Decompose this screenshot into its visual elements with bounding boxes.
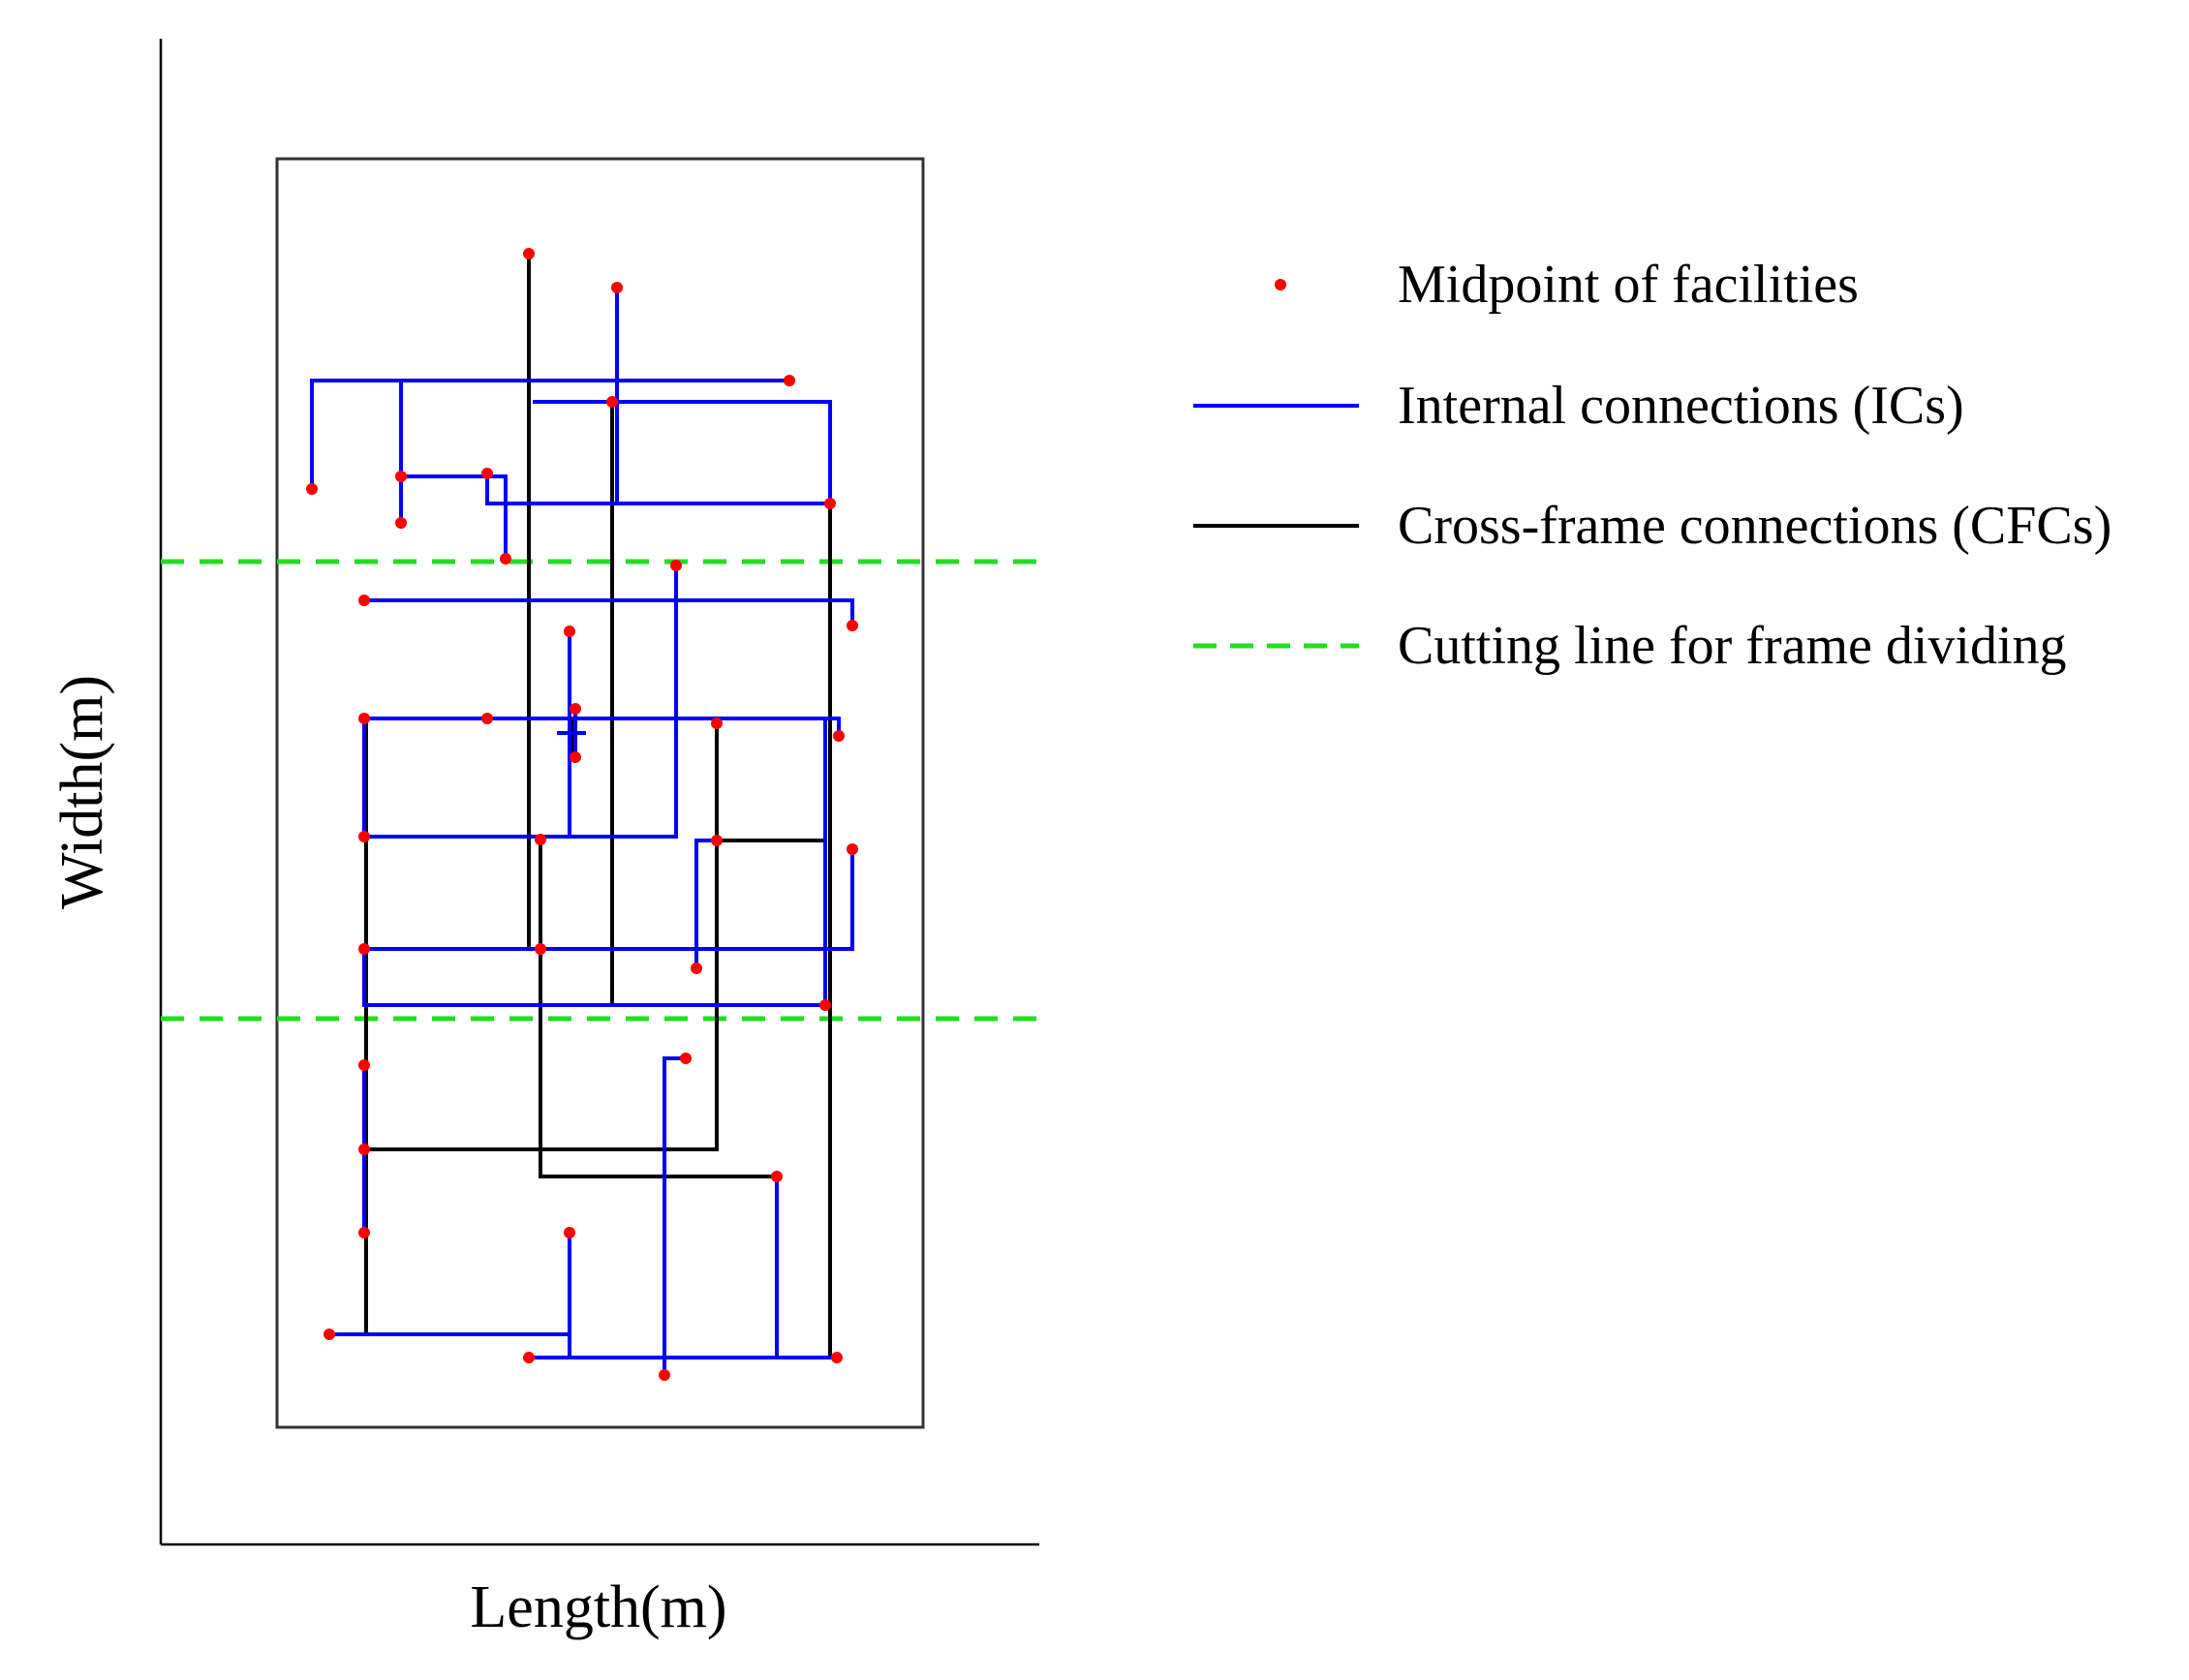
facility-point [611,282,623,293]
ic-path [487,474,508,559]
facility-point [824,498,836,509]
facility-point [358,943,370,955]
facility-point [847,620,858,631]
ic-path [310,379,789,489]
facility-point [711,835,723,846]
facility-point [670,560,682,571]
facility-point [500,553,511,565]
facility-point [358,1144,370,1155]
legend-midpoint-marker [1275,279,1286,290]
facility-point [847,843,858,855]
legend-label-cfc: Cross-frame connections (CFCs) [1398,496,2112,556]
facility-point [395,517,407,529]
cross-frame-connections [364,254,832,1358]
facility-point [711,718,723,729]
facility-point [691,962,702,974]
legend-label-midpoint: Midpoint of facilities [1398,255,1859,315]
ic-path [663,1056,686,1375]
facility-point [358,595,370,606]
facility-point [324,1329,335,1340]
facility-point [523,248,535,260]
facility-point [833,730,845,742]
facility-point [659,1369,670,1381]
legend-label-cut: Cutting line for frame dividing [1398,616,2067,676]
ic-path [364,717,841,736]
facility-point [358,1227,370,1238]
plant-boundary [275,157,925,1429]
facility-point [570,703,581,715]
facility-point [564,626,575,637]
x-axis-label: Length(m) [470,1574,726,1640]
cfc-path [539,840,779,1178]
facility-point [819,999,831,1011]
cfc-path [364,718,719,1151]
ic-path [533,400,832,504]
ic-path [364,849,854,951]
facility-point [535,834,546,845]
facility-point [481,713,493,724]
facility-point [306,483,318,495]
cfc-path [364,717,830,1334]
facility-point [358,831,370,842]
internal-connections [310,288,854,1375]
facility-point [564,1227,575,1238]
facility-point [535,943,546,955]
ic-path [401,474,830,505]
facility-point [784,375,795,386]
facility-point [358,1059,370,1071]
facility-point [395,471,407,482]
facility-point [358,713,370,724]
ic-path [364,598,854,626]
facility-point [481,468,493,479]
facility-point [680,1053,692,1064]
cutting-lines [161,559,1039,1022]
facility-point [523,1352,535,1363]
ic-path [362,564,678,839]
legend-label-ic: Internal connections (ICs) [1398,376,1964,436]
ic-path [362,718,827,1007]
facility-points [306,248,858,1381]
facility-point [570,751,581,763]
y-axis-label: Width(m) [49,675,115,909]
facility-point [771,1171,783,1182]
facility-point [606,396,618,408]
legend: Midpoint of facilities Internal connecti… [1193,255,2112,676]
facility-point [831,1352,843,1363]
